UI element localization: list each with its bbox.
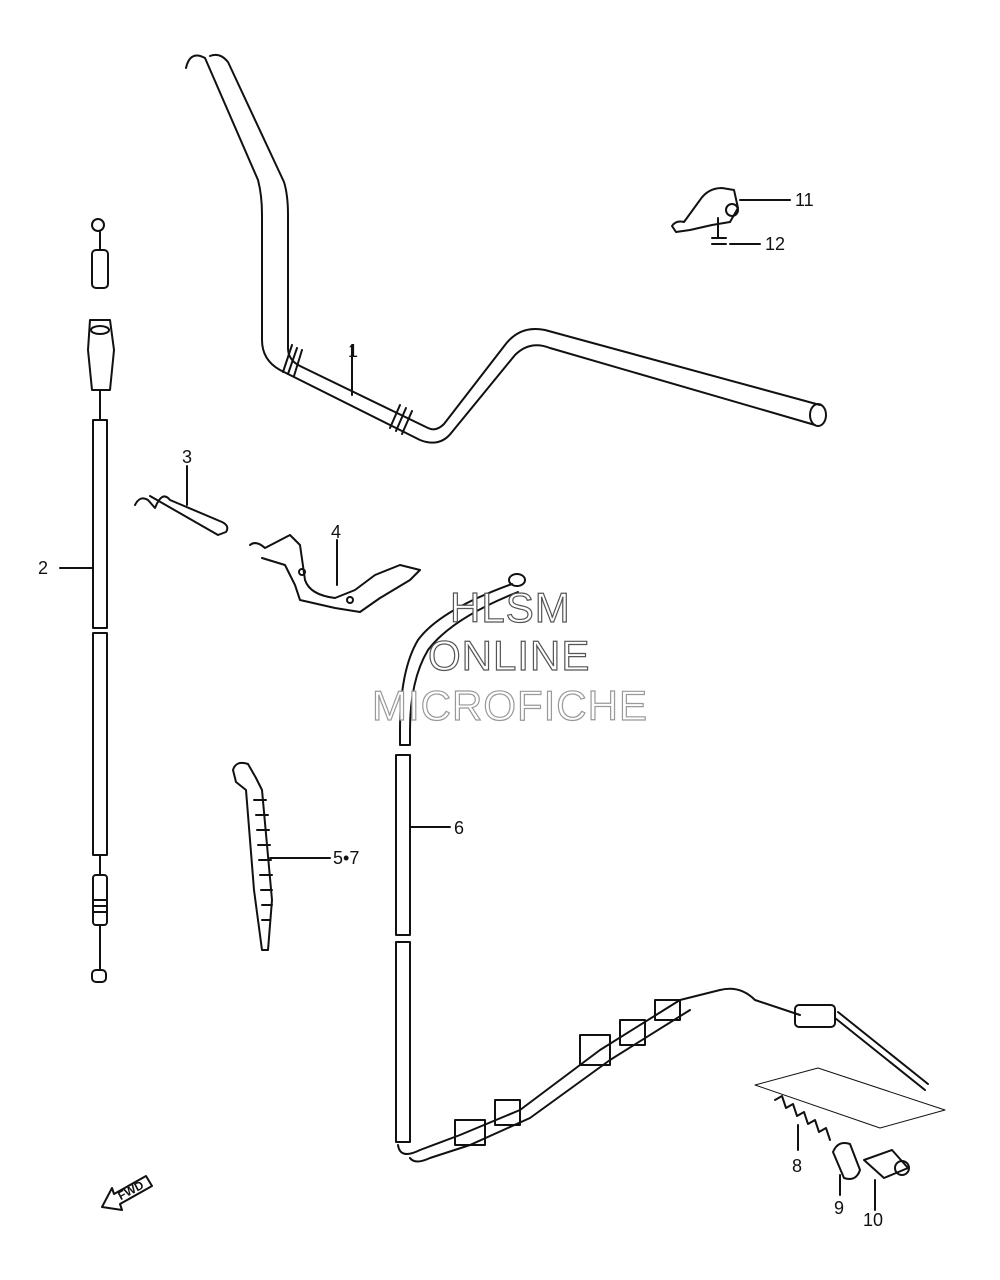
clamp-bracket-part xyxy=(249,534,421,613)
clutch-cable-part xyxy=(59,218,115,983)
callout-3: 3 xyxy=(182,447,192,467)
handlebar-part xyxy=(185,53,827,444)
adjuster-part xyxy=(863,1149,910,1211)
screw-part xyxy=(711,217,761,245)
callout-5-7: 5•7 xyxy=(333,848,359,868)
cable-end-part xyxy=(832,1142,861,1196)
watermark-line-1: HLSM xyxy=(450,584,571,631)
callout-1: 1 xyxy=(348,341,358,361)
forward-arrow-icon: FWD xyxy=(101,1175,153,1211)
watermark-line-3: MICROFICHE xyxy=(372,682,648,729)
callout-4: 4 xyxy=(331,522,341,542)
callout-2: 2 xyxy=(38,558,48,578)
watermark-line-2: ONLINE xyxy=(428,632,590,679)
spring-part xyxy=(774,1095,831,1151)
callout-6: 6 xyxy=(454,818,464,838)
callout-8: 8 xyxy=(792,1156,802,1176)
detail-panel xyxy=(754,1067,946,1129)
callout-11: 11 xyxy=(795,190,814,210)
lever-bracket-part xyxy=(671,187,791,233)
callout-12: 12 xyxy=(765,234,785,254)
callout-10: 10 xyxy=(863,1210,883,1230)
wire-clip-part xyxy=(134,465,229,536)
callout-9: 9 xyxy=(834,1198,844,1218)
cable-tie-part xyxy=(232,761,331,951)
throttle-cable-part xyxy=(395,573,929,1163)
